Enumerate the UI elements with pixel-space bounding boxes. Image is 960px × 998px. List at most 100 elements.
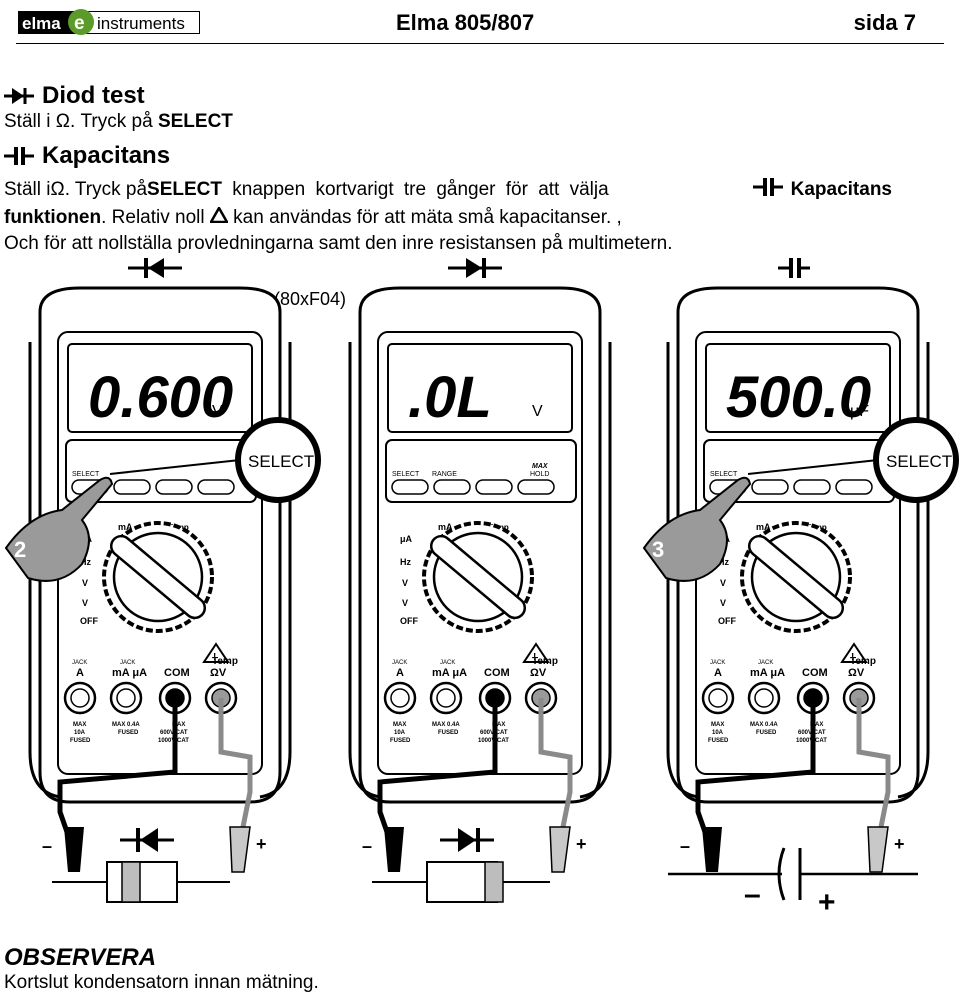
meter-button-4[interactable] [517,479,555,495]
elma-instruments-logo: elma e instruments [18,9,200,35]
select-button-label: SELECT [392,471,420,478]
diode-reverse-symbol [128,258,182,278]
svg-text:FUSED: FUSED [118,730,139,736]
capacitance-heading-row: Kapacitans [4,142,170,170]
delta-icon [208,205,230,231]
svg-text:+: + [256,834,267,854]
svg-text:JACK: JACK [440,660,455,666]
svg-text:COM: COM [484,667,510,679]
step-number: 3 [652,537,664,562]
svg-text:e: e [74,13,85,34]
diode-component-2 [372,828,550,903]
meter-button-2[interactable] [433,479,471,495]
svg-text:mA: mA [438,522,453,532]
observera-text: Kortslut kondensatorn innan mätning. [4,972,319,993]
svg-text:–: – [680,836,690,856]
svg-text:OFF: OFF [80,616,98,626]
lcd-unit: V [532,403,543,420]
svg-text:mA μA: mA μA [432,667,467,679]
meter-button-1[interactable] [391,479,429,495]
lcd-reading: .0L [408,365,492,430]
svg-text:!: ! [213,652,216,663]
red-probe [549,826,571,873]
svg-text:FUSED: FUSED [390,738,411,744]
svg-text:Temp: Temp [532,656,558,667]
svg-text:Temp: Temp [212,656,238,667]
svg-text:Hz: Hz [80,557,91,567]
svg-text:+: + [894,834,905,854]
svg-text:JACK: JACK [392,660,407,666]
svg-text:MAX 0.4A: MAX 0.4A [112,722,140,728]
omega-symbol: Ω [55,111,70,132]
pointing-hand-icon [642,476,752,582]
svg-text:Temp: Temp [850,656,876,667]
lcd-unit: V [212,403,223,420]
capacitor-symbol [778,258,810,278]
meter-button-3[interactable] [155,479,193,495]
observera-heading: OBSERVERA [4,944,157,971]
black-probe [702,827,722,872]
svg-text:V: V [402,598,408,608]
svg-text:V: V [720,578,726,588]
svg-text:MAX: MAX [73,722,86,728]
capacitance-heading: Kapacitans [42,142,171,169]
multimeter-2: .0LVSELECTRANGEMAXHOLDμAmAATempHzVVOFF!J… [348,286,612,873]
svg-text:+: + [576,834,587,854]
svg-text:V: V [82,578,88,588]
warning-icon [202,642,230,663]
svg-text:A: A [76,667,84,679]
svg-text:MAX: MAX [393,722,406,728]
svg-text:–: – [42,836,52,856]
range-button-label: RANGE [432,471,457,478]
svg-text:!: ! [851,652,854,663]
capacitance-paragraph: Ställ i Ω. Tryck på SELECT knappen kortv… [4,178,892,255]
multimeter-3: 500.0μFSELECTμAmAATempHzVVOFF!JACKJACKAm… [642,286,959,873]
svg-text:V: V [82,598,88,608]
select-callout [235,417,321,503]
logo-text-left: elma [22,14,61,33]
svg-text:mA: mA [756,522,771,532]
svg-text:10A: 10A [712,730,724,736]
warning-icon [522,642,550,663]
meter-button-4[interactable] [197,479,235,495]
red-probe [229,826,251,873]
diode-forward-symbol [448,258,502,278]
svg-text:mA: mA [118,522,133,532]
svg-text:V: V [720,598,726,608]
svg-text:FUSED: FUSED [756,730,777,736]
svg-text:JACK: JACK [710,660,725,666]
svg-text:Hz: Hz [718,557,729,567]
meter-button-4[interactable] [835,479,873,495]
black-probe [64,827,84,872]
svg-text:OFF: OFF [400,616,418,626]
svg-text:mA μA: mA μA [112,667,147,679]
svg-text:μA: μA [400,534,413,544]
svg-text:+: + [818,886,836,912]
svg-text:FUSED: FUSED [438,730,459,736]
select-callout [873,417,959,503]
capacitor-icon [4,147,34,165]
diode-test-heading: Diod test [42,82,145,109]
meter-button-3[interactable] [475,479,513,495]
svg-text:MAX 0.4A: MAX 0.4A [432,722,460,728]
svg-text:MAX: MAX [492,722,505,728]
figure-code: (80xF04) [274,289,346,309]
svg-text:MAX: MAX [711,722,724,728]
svg-text:A: A [396,667,404,679]
svg-text:ΩV: ΩV [210,667,227,679]
meter-button-2[interactable] [113,479,151,495]
svg-text:ΩV: ΩV [848,667,865,679]
meter-button-2[interactable] [751,479,789,495]
pointing-hand-icon [4,476,114,582]
diode-test-instruction: Ställ i Ω. Tryck på SELECT [4,111,233,132]
svg-text:MAX: MAX [172,722,185,728]
hold-button-label: HOLD [530,471,549,478]
select-button-label: SELECT [72,471,100,478]
multimeter-1: 0.600VSELECTμAmAATempHzVVOFF!JACKJACKAmA… [4,286,321,873]
meter-button-3[interactable] [793,479,831,495]
page-header: elma e instruments Elma 805/807 sida 7 [0,0,960,46]
svg-text:MAX 0.4A: MAX 0.4A [750,722,778,728]
diode-icon [4,88,34,104]
warning-icon [840,642,868,663]
svg-text:A: A [714,667,722,679]
